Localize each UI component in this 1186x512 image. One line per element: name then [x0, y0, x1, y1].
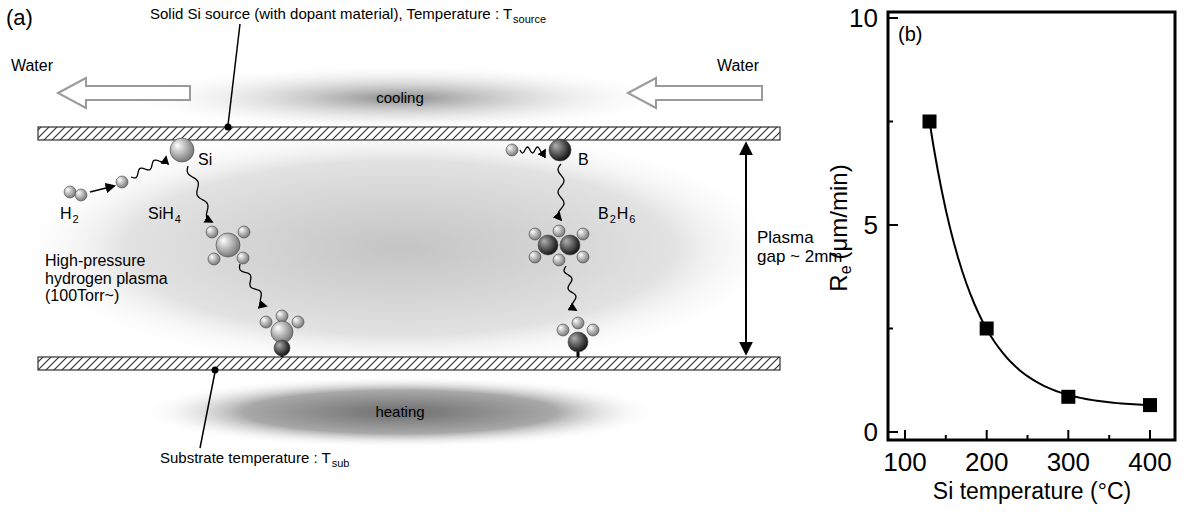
subscript-label: 2	[610, 213, 616, 225]
axis-ticks	[888, 18, 1150, 440]
hydrogen-atom	[553, 225, 565, 237]
leader-dot	[212, 367, 219, 374]
leader-line	[200, 372, 215, 448]
leader-dot	[225, 124, 232, 131]
text-label: cooling	[376, 90, 424, 107]
boron-atom	[274, 340, 290, 356]
hydrogen-atom	[238, 226, 250, 238]
fit-curve	[930, 122, 1151, 406]
hydrogen-atom	[572, 317, 584, 329]
text-label: Substrate temperature : T	[160, 450, 331, 467]
text-label: Water	[717, 57, 759, 75]
text-label: Si	[198, 151, 212, 169]
heating-shade	[140, 376, 660, 448]
data-point	[923, 115, 937, 129]
chart-frame	[888, 12, 1175, 440]
gap-arrow	[745, 144, 747, 353]
hydrogen-atom	[237, 252, 249, 264]
tick-label: 0	[864, 418, 878, 447]
tick-label: 300	[1047, 448, 1090, 477]
data-point	[1143, 398, 1157, 412]
boron-atom	[538, 235, 558, 255]
axis-title-part: R	[825, 274, 852, 291]
transport-arrow	[131, 157, 166, 178]
leader-line	[228, 24, 240, 125]
hydrogen-atom	[208, 253, 220, 265]
text-label: B	[598, 205, 609, 223]
cooling-shade	[120, 64, 680, 132]
hydrogen-atom	[64, 186, 76, 198]
silicon-atom	[170, 138, 194, 162]
reaction-arrow	[90, 186, 114, 192]
text-label: (a)	[6, 6, 33, 30]
subscript-label: 6	[629, 213, 635, 225]
hydrogen-atom	[206, 226, 218, 238]
text-label: heating	[375, 404, 424, 421]
hydrogen-atom	[292, 316, 304, 328]
transport-arrow	[558, 164, 564, 220]
text-label: (b)	[898, 23, 922, 45]
text-label: SiH	[148, 205, 174, 223]
tick-label: 100	[883, 448, 926, 477]
hydrogen-atom	[276, 310, 288, 322]
subscript-label: 2	[73, 213, 79, 225]
silicon-atom	[216, 233, 240, 257]
text-label: Solid Si source (with dopant material), …	[150, 6, 512, 23]
hydrogen-atom	[577, 251, 589, 263]
boron-atom	[560, 235, 580, 255]
subscript-label: H	[617, 205, 629, 223]
axis-title-part: (μm/min)	[825, 164, 852, 259]
hydrogen-atom	[529, 251, 541, 263]
text-label: Si temperature (°C)	[933, 479, 1131, 504]
text-label: Water	[11, 57, 53, 75]
hydrogen-atom	[557, 324, 569, 336]
substrate-plate	[38, 357, 780, 370]
tick-label: 400	[1128, 448, 1171, 477]
water-arrow	[628, 78, 762, 108]
subscript-label: e	[837, 265, 854, 274]
text-label: H	[60, 205, 72, 223]
transport-arrow	[520, 147, 545, 153]
axis-title: Re (μm/min)	[826, 164, 855, 291]
hydrogen-atom	[587, 324, 599, 336]
tick-label: 5	[864, 211, 878, 240]
subscript-label: sub	[332, 457, 350, 469]
water-arrow	[58, 78, 190, 108]
hydrogen-atom	[75, 189, 87, 201]
subscript-label: source	[513, 13, 546, 25]
hydrogen-atom	[553, 254, 565, 266]
hydrogen-atom	[577, 228, 589, 240]
source-plate	[38, 127, 780, 140]
transport-arrow	[564, 266, 576, 310]
data-point	[980, 322, 994, 336]
hydrogen-atom	[506, 144, 518, 156]
transport-arrow	[187, 166, 212, 222]
text-label: B	[578, 151, 589, 169]
boron-atom	[568, 332, 588, 352]
transport-arrow	[239, 264, 266, 306]
tick-label: 10	[849, 4, 878, 33]
hydrogen-atom	[260, 316, 272, 328]
hydrogen-atom	[116, 176, 128, 188]
tick-label: 200	[965, 448, 1008, 477]
plasma-glow	[10, 123, 790, 373]
subscript-label: 4	[175, 213, 181, 225]
data-point	[1061, 390, 1075, 404]
hydrogen-atom	[529, 228, 541, 240]
text-label: High-pressure hydrogen plasma (100Torr~)	[45, 252, 183, 305]
boron-atom	[549, 139, 571, 161]
